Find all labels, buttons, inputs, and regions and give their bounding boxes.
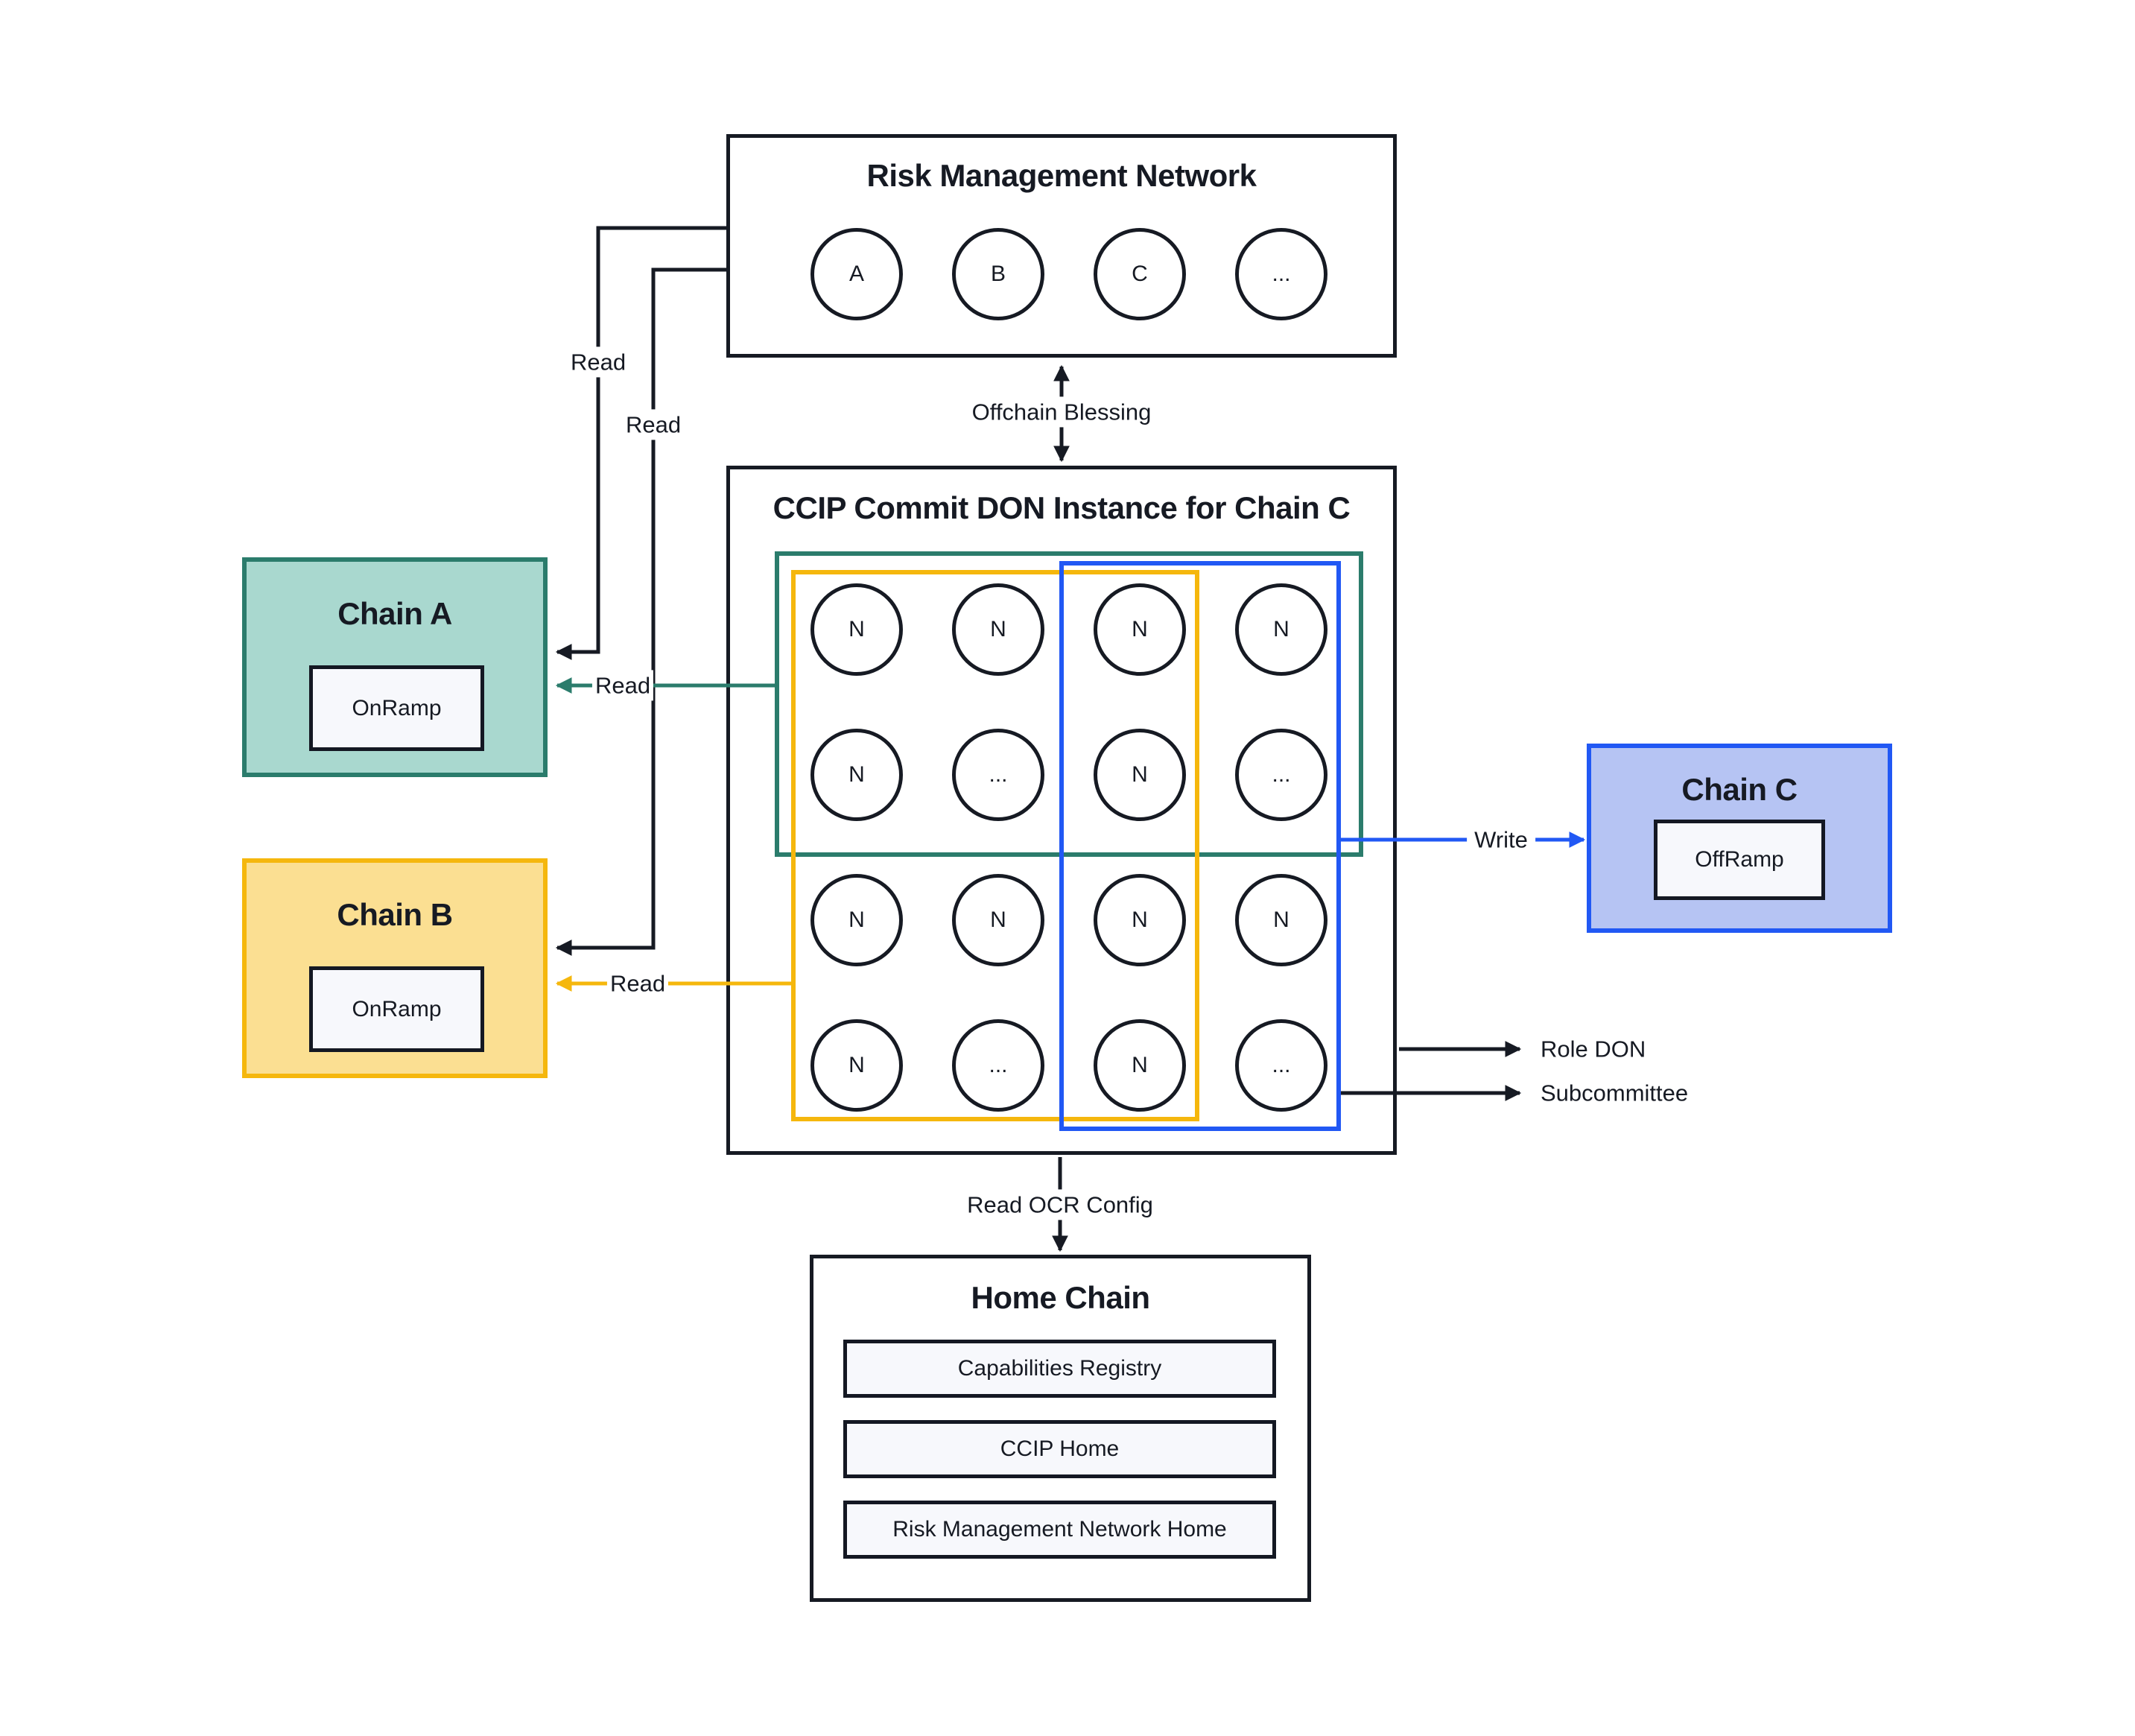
read-label-rmn-chain-a: Read xyxy=(562,346,634,378)
rmn-home-label: Risk Management Network Home xyxy=(892,1517,1227,1542)
rmn-node-c: C xyxy=(1094,228,1186,320)
risk-management-network-title: Risk Management Network xyxy=(866,158,1257,193)
chain-a-subcommittee-rect xyxy=(775,551,1363,857)
don-node-label: N xyxy=(990,907,1006,932)
capabilities-registry-box: Capabilities Registry xyxy=(843,1340,1276,1398)
don-node-label: N xyxy=(1132,617,1148,642)
write-label: Write xyxy=(1467,824,1535,855)
don-node-label: N xyxy=(1273,907,1289,932)
rmn-node-ellipsis: ... xyxy=(1235,228,1327,320)
chain-a-title: Chain A xyxy=(337,596,452,631)
don-node-label: N xyxy=(1132,907,1148,932)
don-node: N xyxy=(1235,583,1327,676)
don-node: N xyxy=(952,583,1044,676)
don-node: N xyxy=(810,874,903,966)
read-label-don-chain-b: Read xyxy=(606,968,669,999)
don-node: N xyxy=(952,874,1044,966)
don-node-label: N xyxy=(848,1053,865,1077)
don-node: N xyxy=(1235,874,1327,966)
don-node: N xyxy=(1094,583,1186,676)
rmn-node-b-label: B xyxy=(990,262,1006,286)
read-label-rmn-chain-b: Read xyxy=(618,409,689,440)
rmn-node-ellipsis-label: ... xyxy=(1272,262,1291,286)
chain-a-onramp-label: OnRamp xyxy=(352,695,442,720)
don-node-label: ... xyxy=(1272,1053,1291,1077)
don-node: ... xyxy=(952,729,1044,821)
ccip-home-label: CCIP Home xyxy=(1000,1436,1120,1461)
don-node: N xyxy=(810,729,903,821)
chain-b-onramp-label: OnRamp xyxy=(352,996,442,1021)
rmn-node-a: A xyxy=(810,228,903,320)
chain-b-title: Chain B xyxy=(337,897,453,932)
don-node-label: N xyxy=(848,617,865,642)
chain-c-subcommittee-rect xyxy=(1059,561,1341,1131)
don-node: N xyxy=(1094,874,1186,966)
capabilities-registry-label: Capabilities Registry xyxy=(957,1356,1162,1381)
don-node: ... xyxy=(1235,729,1327,821)
rmn-node-a-label: A xyxy=(848,262,864,286)
chain-c-offramp: OffRamp xyxy=(1654,820,1825,900)
don-node-label: N xyxy=(848,762,865,787)
don-node: ... xyxy=(952,1019,1044,1112)
don-node-label: N xyxy=(1132,1053,1148,1077)
chain-a-onramp: OnRamp xyxy=(309,665,484,751)
don-node-label: N xyxy=(990,617,1006,642)
offchain-blessing-label: Offchain Blessing xyxy=(964,396,1159,428)
don-node-label: ... xyxy=(1272,762,1291,787)
role-don-label: Role DON xyxy=(1541,1036,1646,1062)
home-chain-title: Home Chain xyxy=(971,1280,1150,1315)
rmn-node-b: B xyxy=(952,228,1044,320)
don-node: N xyxy=(810,583,903,676)
don-node: N xyxy=(1094,729,1186,821)
don-node-label: N xyxy=(1132,762,1148,787)
read-ocr-config-label: Read OCR Config xyxy=(959,1189,1161,1220)
don-node: ... xyxy=(1235,1019,1327,1112)
rmn-home-box: Risk Management Network Home xyxy=(843,1501,1276,1559)
don-node: N xyxy=(810,1019,903,1112)
read-label-don-chain-a: Read xyxy=(591,670,654,701)
chain-b-subcommittee-rect xyxy=(791,570,1199,1121)
chain-c-title: Chain C xyxy=(1681,772,1798,807)
ccip-commit-don-title: CCIP Commit DON Instance for Chain C xyxy=(773,490,1351,525)
chain-b-onramp: OnRamp xyxy=(309,966,484,1052)
chain-c-offramp-label: OffRamp xyxy=(1695,847,1784,872)
don-node: N xyxy=(1094,1019,1186,1112)
don-node-label: N xyxy=(1273,617,1289,642)
don-node-label: ... xyxy=(989,762,1008,787)
don-node-label: ... xyxy=(989,1053,1008,1077)
rmn-node-c-label: C xyxy=(1132,262,1148,286)
ccip-home-box: CCIP Home xyxy=(843,1420,1276,1478)
don-node-label: N xyxy=(848,907,865,932)
subcommittee-label: Subcommittee xyxy=(1541,1080,1689,1106)
